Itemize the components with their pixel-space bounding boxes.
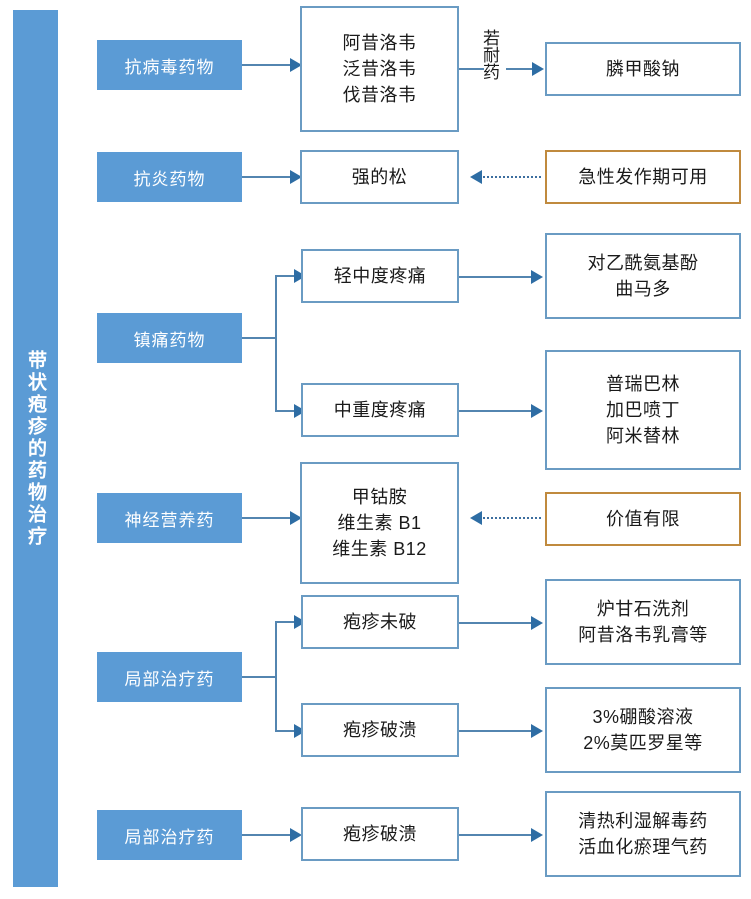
box-blister-intact[interactable]: 疱疹未破 bbox=[301, 595, 459, 649]
category-topical[interactable]: 局部治疗药 bbox=[97, 652, 242, 702]
arrow-note-acute-phase-icon bbox=[470, 170, 482, 184]
box-pain-severe-drugs[interactable]: 普瑞巴林 加巴喷丁 阿米替林 bbox=[545, 350, 741, 470]
connector-topical-spine bbox=[275, 621, 277, 732]
blister-intact-drug-2: 阿昔洛韦乳膏等 bbox=[578, 625, 708, 645]
category-neurotrophic-label: 神经营养药 bbox=[124, 510, 215, 530]
arrow-antiinflammatory-to-drug-icon bbox=[290, 170, 302, 184]
connector-tcm-to-stage bbox=[242, 834, 292, 836]
arrow-tcm-to-stage-icon bbox=[290, 828, 302, 842]
category-antiinflammatory[interactable]: 抗炎药物 bbox=[97, 152, 242, 202]
connector-analgesic-stem bbox=[242, 337, 276, 339]
arrow-ruptured-to-drugs-icon bbox=[531, 724, 543, 738]
pain-severe-drug-3: 阿米替林 bbox=[606, 426, 680, 447]
neurotrophic-drug-2: 维生素 B1 bbox=[337, 512, 422, 533]
connector-antiviral-to-drugs bbox=[242, 64, 292, 66]
blister-ruptured-drug-2: 2%莫匹罗星等 bbox=[583, 733, 703, 753]
connector-antiviral-resistance-right bbox=[506, 68, 534, 70]
connector-ruptured-to-drugs bbox=[459, 730, 533, 732]
box-tcm-stage[interactable]: 疱疹破溃 bbox=[301, 807, 459, 861]
connector-antiinflammatory-to-drug bbox=[242, 176, 292, 178]
antiinflammatory-drug-name: 强的松 bbox=[351, 166, 408, 187]
box-pain-mild-drugs[interactable]: 对乙酰氨基酚 曲马多 bbox=[545, 233, 741, 319]
antiviral-drug-2: 泛昔洛韦 bbox=[342, 58, 417, 79]
category-tcm[interactable]: 局部治疗药 bbox=[97, 810, 242, 860]
connector-intact-to-drugs bbox=[459, 622, 533, 624]
arrow-mild-to-drugs-icon bbox=[531, 270, 543, 284]
box-blister-intact-drugs[interactable]: 炉甘石洗剂 阿昔洛韦乳膏等 bbox=[545, 579, 741, 665]
arrow-antiviral-to-drugs-icon bbox=[290, 58, 302, 72]
arrow-note-limited-value-icon bbox=[470, 511, 482, 525]
blister-ruptured-label: 疱疹破溃 bbox=[343, 719, 417, 740]
box-antiinflammatory-drug[interactable]: 强的松 bbox=[300, 150, 459, 204]
antiviral-drug-1: 阿昔洛韦 bbox=[342, 32, 417, 53]
box-note-acute-phase[interactable]: 急性发作期可用 bbox=[545, 150, 741, 204]
category-neurotrophic[interactable]: 神经营养药 bbox=[97, 493, 242, 543]
connector-antiviral-resistance-left bbox=[459, 68, 484, 70]
neurotrophic-drug-1: 甲钴胺 bbox=[351, 486, 408, 507]
arrow-to-foscarnet-icon bbox=[532, 62, 544, 76]
category-antiviral[interactable]: 抗病毒药物 bbox=[97, 40, 242, 90]
note-acute-phase-text: 急性发作期可用 bbox=[578, 166, 708, 187]
tcm-stage-label: 疱疹破溃 bbox=[343, 823, 417, 844]
note-limited-value-text: 价值有限 bbox=[606, 508, 680, 529]
connector-topical-arm-top bbox=[275, 621, 297, 623]
neurotrophic-drug-3: 维生素 B12 bbox=[332, 539, 427, 560]
box-blister-ruptured-drugs[interactable]: 3%硼酸溶液 2%莫匹罗星等 bbox=[545, 687, 741, 773]
box-tcm-drugs[interactable]: 清热利湿解毒药 活血化瘀理气药 bbox=[545, 791, 741, 877]
arrow-intact-to-drugs-icon bbox=[531, 616, 543, 630]
category-topical-label: 局部治疗药 bbox=[124, 669, 215, 689]
tcm-drug-2: 活血化瘀理气药 bbox=[578, 837, 708, 857]
pain-mild-drug-1: 对乙酰氨基酚 bbox=[587, 252, 699, 273]
box-blister-ruptured[interactable]: 疱疹破溃 bbox=[301, 703, 459, 757]
edge-label-if-resistant: 若耐药 bbox=[480, 29, 499, 80]
box-pain-mild[interactable]: 轻中度疼痛 bbox=[301, 249, 459, 303]
category-analgesic[interactable]: 镇痛药物 bbox=[97, 313, 242, 363]
connector-analgesic-spine bbox=[275, 275, 277, 412]
diagram-title-bar: 带状疱疹的药物治疗 bbox=[13, 10, 58, 887]
connector-neurotrophic-to-drugs bbox=[242, 517, 292, 519]
arrow-severe-to-drugs-icon bbox=[531, 404, 543, 418]
connector-analgesic-arm-bottom bbox=[275, 410, 297, 412]
arrow-neurotrophic-to-drugs-icon bbox=[290, 511, 302, 525]
box-resistant-drug[interactable]: 膦甲酸钠 bbox=[545, 42, 741, 96]
blister-intact-drug-1: 炉甘石洗剂 bbox=[596, 598, 690, 619]
resistant-drug-name: 膦甲酸钠 bbox=[606, 58, 680, 79]
tcm-drug-1: 清热利湿解毒药 bbox=[578, 810, 708, 831]
category-antiviral-label: 抗病毒药物 bbox=[124, 57, 215, 77]
pain-mild-label: 轻中度疼痛 bbox=[333, 265, 427, 286]
connector-topical-arm-bottom bbox=[275, 730, 297, 732]
blister-intact-label: 疱疹未破 bbox=[343, 611, 417, 632]
connector-mild-to-drugs bbox=[459, 276, 533, 278]
pain-severe-drug-2: 加巴喷丁 bbox=[606, 399, 680, 420]
connector-tcm-stage-to-drugs bbox=[459, 834, 533, 836]
box-pain-severe[interactable]: 中重度疼痛 bbox=[301, 383, 459, 437]
box-note-limited-value[interactable]: 价值有限 bbox=[545, 492, 741, 546]
pain-severe-drug-1: 普瑞巴林 bbox=[606, 373, 680, 394]
connector-analgesic-arm-top bbox=[275, 275, 297, 277]
connector-topical-stem bbox=[242, 676, 276, 678]
connector-severe-to-drugs bbox=[459, 410, 533, 412]
category-analgesic-label: 镇痛药物 bbox=[133, 330, 206, 350]
page-title: 带状疱疹的药物治疗 bbox=[25, 349, 46, 548]
category-antiinflammatory-label: 抗炎药物 bbox=[133, 169, 206, 189]
blister-ruptured-drug-1: 3%硼酸溶液 bbox=[592, 706, 694, 727]
arrow-tcm-stage-to-drugs-icon bbox=[531, 828, 543, 842]
pain-mild-drug-2: 曲马多 bbox=[615, 279, 671, 299]
pain-severe-label: 中重度疼痛 bbox=[333, 399, 427, 420]
box-neurotrophic-drugs[interactable]: 甲钴胺 维生素 B1 维生素 B12 bbox=[300, 462, 459, 584]
connector-note-acute-phase bbox=[483, 176, 541, 178]
box-antiviral-drugs[interactable]: 阿昔洛韦 泛昔洛韦 伐昔洛韦 bbox=[300, 6, 459, 132]
connector-note-limited-value bbox=[483, 517, 541, 519]
antiviral-drug-3: 伐昔洛韦 bbox=[342, 85, 417, 106]
category-tcm-label: 局部治疗药 bbox=[124, 827, 215, 847]
